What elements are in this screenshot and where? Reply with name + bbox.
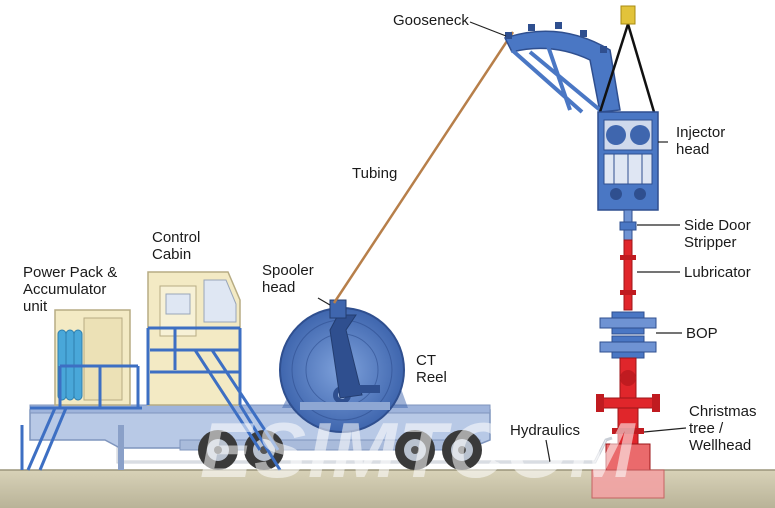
label-lubricator: Lubricator [684, 264, 751, 281]
label-ct-reel: CT Reel [416, 352, 447, 386]
label-hydraulics: Hydraulics [510, 422, 581, 439]
label-bop: BOP [686, 325, 718, 342]
power-pack-unit [54, 309, 131, 406]
label-side-door-stripper: Side Door Stripper [684, 217, 751, 251]
christmas-tree [591, 357, 665, 499]
coiled-tubing [332, 31, 515, 304]
label-tubing: Tubing [352, 165, 398, 182]
stairs-and-railings [20, 326, 282, 471]
lubricator [620, 239, 636, 311]
label-christmas-tree: Christmas tree / Wellhead [689, 403, 757, 454]
lifting-hook [620, 5, 636, 25]
lifting-slings [598, 23, 656, 113]
ct-reel [279, 299, 408, 433]
bop [599, 311, 657, 359]
label-injector-head: Injector head [676, 124, 726, 158]
label-control-cabin: Control Cabin [152, 229, 201, 263]
injector-head [597, 111, 659, 211]
gooseneck [503, 22, 621, 114]
leader-lines [317, 21, 687, 463]
label-gooseneck: Gooseneck [393, 12, 469, 29]
side-door-stripper [619, 209, 637, 241]
control-cabin [147, 271, 241, 406]
watermark: ESIMTCOM [200, 406, 637, 494]
trailer-wheels [198, 430, 482, 470]
label-power-pack: Power Pack & Accumulator unit [23, 264, 118, 315]
label-spooler-head: Spooler head [262, 262, 314, 296]
